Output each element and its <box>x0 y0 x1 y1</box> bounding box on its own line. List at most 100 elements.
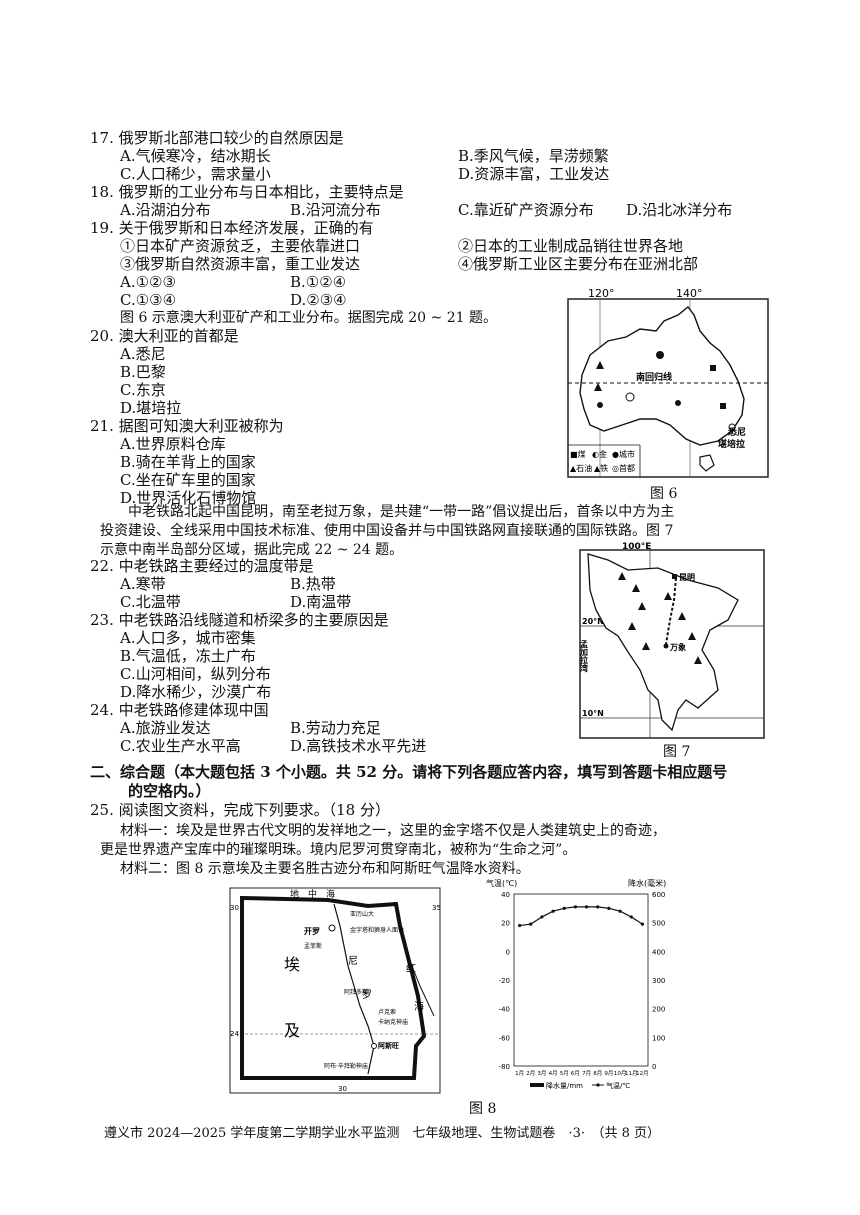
figure-6-caption: 图 6 <box>650 486 678 502</box>
q18-option-a: A.沿湖泊分布 <box>120 201 211 219</box>
section-2-heading: 二、综合题（本大题包括 3 个小题。共 52 分。请将下列各题应答内容，填写到答… <box>90 763 728 781</box>
material-1-line2: 更是世界遗产宝库中的璀璨明珠。境内尼罗河贯穿南北，被称为“生命之河”。 <box>100 842 577 858</box>
q23-option-d: D.降水稀少，沙漠广布 <box>120 683 272 701</box>
y-left-tick: -60 <box>499 1034 510 1042</box>
temperature-point <box>562 906 566 910</box>
y-left-label: 气温(℃) <box>486 878 517 888</box>
intro-22-24-line1: 中老铁路北起中国昆明，南至老挝万象，是共建“一带一路”倡议提出后，首条以中方为主 <box>128 504 675 520</box>
temperature-point <box>573 905 578 909</box>
kunming-label: 昆明 <box>679 572 695 582</box>
figure-8-egypt-map: 30 24 30 35 地 中 海 埃 及 尼 罗 红 海 开罗 亚历山大 孟菲… <box>229 887 441 1094</box>
y-right-tick: 500 <box>652 920 665 928</box>
legend-oil: ▲石油 <box>570 463 592 473</box>
y-left-tick: -40 <box>499 1006 510 1014</box>
q19-option-b: B.①②④ <box>290 273 347 291</box>
x-tick-label: 8月 <box>593 1070 602 1077</box>
q21-option-c: C.坐在矿车里的国家 <box>120 471 256 489</box>
y-right-tick: 200 <box>652 1006 665 1014</box>
coal-symbol <box>720 403 726 409</box>
red-sea-label-2: 海 <box>414 1000 424 1013</box>
iron-symbol <box>594 383 602 391</box>
nile-label-1: 尼 <box>348 955 358 967</box>
chart-legend: 降水量/mm 气温/℃ <box>530 1081 630 1090</box>
vientiane-label: 万象 <box>669 642 686 652</box>
nile-river <box>333 903 375 1075</box>
legend-precip-swatch <box>530 1083 544 1087</box>
fig8-lon-30: 30 <box>338 1085 347 1093</box>
q24-option-a: A.旅游业发达 <box>120 719 211 737</box>
q21-option-b: B.骑在羊背上的国家 <box>120 453 256 471</box>
tropic-label: 南回归线 <box>636 371 672 383</box>
q17-option-d: D.资源丰富，工业发达 <box>458 165 610 183</box>
q19-statement-2: ②日本的工业制成品销往世界各地 <box>458 237 684 255</box>
q18-option-d: D.沿北冰洋分布 <box>626 201 733 219</box>
q19-statement-3: ③俄罗斯自然资源丰富，重工业发达 <box>120 255 361 273</box>
fig7-lat-20: 20°N <box>582 617 604 626</box>
indochina-coastline <box>587 553 739 732</box>
q20-stem: 20. 澳大利亚的首都是 <box>90 327 239 345</box>
nile-label-2: 罗 <box>362 989 372 1001</box>
x-tick-label: 7月 <box>582 1070 591 1077</box>
temperature-point <box>584 905 589 909</box>
intro-20-21: 图 6 示意澳大利亚矿产和工业分布。据图完成 20 ~ 21 题。 <box>120 310 497 326</box>
q19-statement-1: ①日本矿产资源贫乏，主要依靠进口 <box>120 237 361 255</box>
fig6-lon-120: 120° <box>588 287 615 300</box>
q20-option-c: C.东京 <box>120 381 166 399</box>
q23-option-b: B.气温低，冻土广布 <box>120 647 256 665</box>
material-1-line1: 材料一：埃及是世界古代文明的发祥地之一，这里的金字塔不仅是人类建筑史上的奇迹， <box>120 823 666 839</box>
x-tick-label: 9月 <box>604 1070 613 1077</box>
q22-option-d: D.南温带 <box>290 593 352 611</box>
section-2-heading-cont: 的空格内。） <box>128 782 211 800</box>
gold-symbol <box>656 351 664 359</box>
karnak-label: 卡纳克神庙 <box>378 1018 408 1026</box>
luxor-label: 卢克索 <box>378 1008 396 1016</box>
y-left-tick: 40 <box>501 891 510 899</box>
fig7-lat-10: 10°N <box>582 709 604 718</box>
temperature-line <box>519 906 643 927</box>
q22-option-b: B.热带 <box>290 575 336 593</box>
pyramids-label: 金字塔和狮身人面像 <box>350 926 404 934</box>
legend-capital: ◎首都 <box>612 463 635 473</box>
material-2: 材料二：图 8 示意埃及主要名胜古迹分布和阿斯旺气温降水资料。 <box>120 861 530 877</box>
alexandria-label: 亚历山大 <box>350 910 374 918</box>
q22-option-c: C.北温带 <box>120 593 181 611</box>
q19-option-d: D.②③④ <box>290 291 347 309</box>
q23-option-c: C.山河相间，纵列分布 <box>120 665 271 683</box>
q22-stem: 22. 中老铁路主要经过的温度带是 <box>90 557 314 575</box>
y-right-label: 降水(毫米) <box>628 878 666 888</box>
q21-stem: 21. 据图可知澳大利亚被称为 <box>90 417 284 435</box>
figure-7-indochina-map: 100°E 20°N 10°N 昆明 万象 孟加拉湾 <box>579 542 765 739</box>
fig8-lat-24: 24 <box>230 1030 239 1038</box>
q17-option-a: A.气候寒冷，结冰期长 <box>120 147 271 165</box>
abydos-label: 阿拜多斯 <box>344 988 368 996</box>
egypt-label-2: 及 <box>284 1021 300 1040</box>
plot-frame <box>513 893 649 1067</box>
legend-precip-label: 降水量/mm <box>546 1081 583 1090</box>
q21-option-d: D.世界活化石博物馆 <box>120 489 257 507</box>
city-symbol <box>675 400 681 406</box>
fig8-lon-35: 35 <box>432 904 441 912</box>
q17-option-c: C.人口稀少，需求量小 <box>120 165 271 183</box>
mediterranean-label: 地 中 海 <box>290 888 335 900</box>
red-sea-coast <box>395 909 435 1017</box>
x-tick-label: 2月 <box>526 1070 535 1077</box>
temperature-point <box>529 922 533 926</box>
page-footer: 遵义市 2024—2025 学年度第二学期学业水平监测 七年级地理、生物试题卷 … <box>104 1126 661 1141</box>
figure-8-caption: 图 8 <box>469 1101 497 1117</box>
q18-option-c: C.靠近矿产资源分布 <box>458 201 594 219</box>
oil-symbol <box>596 361 604 369</box>
china-laos-railway <box>665 577 677 645</box>
y-right-tick: 100 <box>652 1034 665 1042</box>
coal-symbol <box>710 365 716 371</box>
q24-stem: 24. 中老铁路修建体现中国 <box>90 701 269 719</box>
y-right-tick: 0 <box>652 1063 656 1071</box>
red-sea-label-1: 红 <box>406 962 416 975</box>
gold-symbol <box>625 392 635 402</box>
fig8-lat-30: 30 <box>230 904 239 912</box>
temperature-point <box>629 915 633 919</box>
figure-6-australia-map: 120° 140° 南回归线 悉尼 堪培拉 ■煤 ◐金 ●城市 ▲石油 ▲铁 ◎… <box>567 287 769 478</box>
temperature-point <box>551 909 555 913</box>
x-tick-label: 3月 <box>537 1070 546 1077</box>
q22-option-a: A.寒带 <box>120 575 166 593</box>
x-tick-label: 10月 <box>614 1070 627 1077</box>
